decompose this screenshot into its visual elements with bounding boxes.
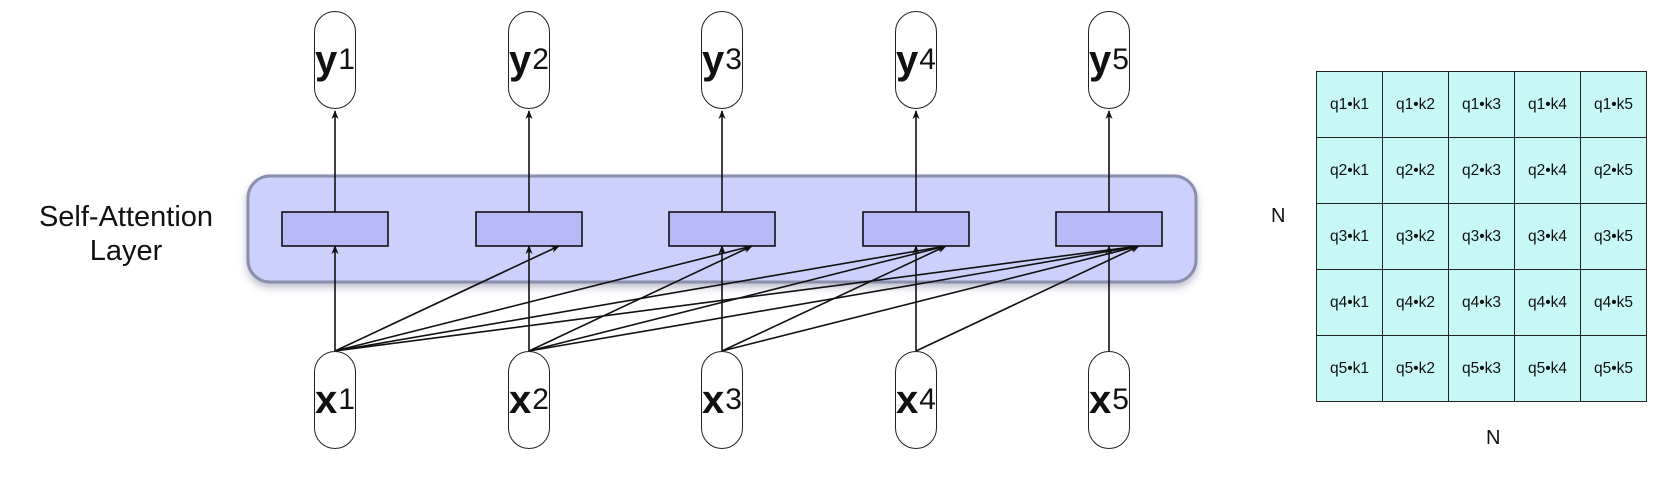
attention-score-matrix: q1•k1 q1•k2 q1•k3 q1•k4 q1•k5 q2•k1 q2•k… (1316, 71, 1647, 402)
matrix-cell: q5•k2 (1382, 335, 1449, 402)
matrix-cell: q4•k1 (1316, 269, 1383, 336)
output-symbol: y (1089, 37, 1112, 82)
matrix-cell: q2•k2 (1382, 137, 1449, 204)
attention-units (281, 211, 1163, 247)
input-index: 4 (919, 383, 936, 416)
matrix-row: q2•k1 q2•k2 q2•k3 q2•k4 q2•k5 (1316, 137, 1647, 204)
matrix-cell: q1•k3 (1448, 71, 1515, 138)
matrix-cell: q4•k2 (1382, 269, 1449, 336)
matrix-cell: q1•k4 (1514, 71, 1581, 138)
input-symbol: x (509, 377, 532, 422)
matrix-cell: q5•k4 (1514, 335, 1581, 402)
matrix-row-axis-label: N (1271, 205, 1286, 227)
output-symbol: y (896, 37, 919, 82)
output-index: 5 (1112, 43, 1129, 76)
input-index: 5 (1112, 383, 1129, 416)
input-to-unit-arrow (334, 243, 1140, 352)
input-to-unit-arrow (721, 244, 1140, 352)
matrix-cell: q3•k3 (1448, 203, 1515, 270)
input-to-unit-arrow (334, 243, 947, 352)
attention-unit (475, 211, 583, 247)
matrix-cell: q2•k5 (1580, 137, 1647, 204)
matrix-cell: q4•k4 (1514, 269, 1581, 336)
layer-label-line-2: Layer (89, 235, 163, 267)
input-to-unit-arrow (528, 243, 1140, 352)
attention-unit (1055, 211, 1163, 247)
input-symbol: x (702, 377, 725, 422)
matrix-col-axis-label: N (1486, 427, 1501, 449)
matrix-row: q3•k1 q3•k2 q3•k3 q3•k4 q3•k5 (1316, 203, 1647, 270)
output-index: 1 (338, 43, 355, 76)
output-symbol: y (315, 37, 338, 82)
attention-unit (668, 211, 776, 247)
input-to-unit-arrow (334, 244, 753, 352)
output-symbol: y (702, 37, 725, 82)
matrix-cell: q3•k4 (1514, 203, 1581, 270)
output-index: 4 (919, 43, 936, 76)
input-to-unit-arrow (915, 245, 1140, 352)
matrix-row: q5•k1 q5•k2 q5•k3 q5•k4 q5•k5 (1316, 335, 1647, 402)
matrix-cell: q3•k2 (1382, 203, 1449, 270)
layer-label-line-1: Self-Attention (38, 201, 214, 233)
output-index: 3 (725, 43, 742, 76)
matrix-cell: q1•k1 (1316, 71, 1383, 138)
input-symbol: x (896, 377, 919, 422)
layer-label: Self-Attention Layer (8, 200, 244, 268)
input-to-unit-arrow (334, 245, 560, 352)
attention-connections (331, 110, 1140, 352)
matrix-cell: q3•k1 (1316, 203, 1383, 270)
input-symbol: x (315, 377, 338, 422)
matrix-cell: q5•k1 (1316, 335, 1383, 402)
input-index: 2 (532, 383, 549, 416)
matrix-cell: q5•k3 (1448, 335, 1515, 402)
attention-unit (281, 211, 389, 247)
matrix-cell: q2•k4 (1514, 137, 1581, 204)
attention-unit (862, 211, 970, 247)
matrix-cell: q1•k5 (1580, 71, 1647, 138)
output-symbol: y (509, 37, 532, 82)
matrix-row: q1•k1 q1•k2 q1•k3 q1•k4 q1•k5 (1316, 71, 1647, 138)
matrix-cell: q2•k3 (1448, 137, 1515, 204)
matrix-cell: q4•k5 (1580, 269, 1647, 336)
matrix-row: q4•k1 q4•k2 q4•k3 q4•k4 q4•k5 (1316, 269, 1647, 336)
matrix-cell: q2•k1 (1316, 137, 1383, 204)
output-index: 2 (532, 43, 549, 76)
matrix-cell: q3•k5 (1580, 203, 1647, 270)
matrix-cell: q4•k3 (1448, 269, 1515, 336)
input-index: 1 (338, 383, 355, 416)
matrix-cell: q5•k5 (1580, 335, 1647, 402)
input-symbol: x (1089, 377, 1112, 422)
matrix-cell: q1•k2 (1382, 71, 1449, 138)
input-index: 3 (725, 383, 742, 416)
